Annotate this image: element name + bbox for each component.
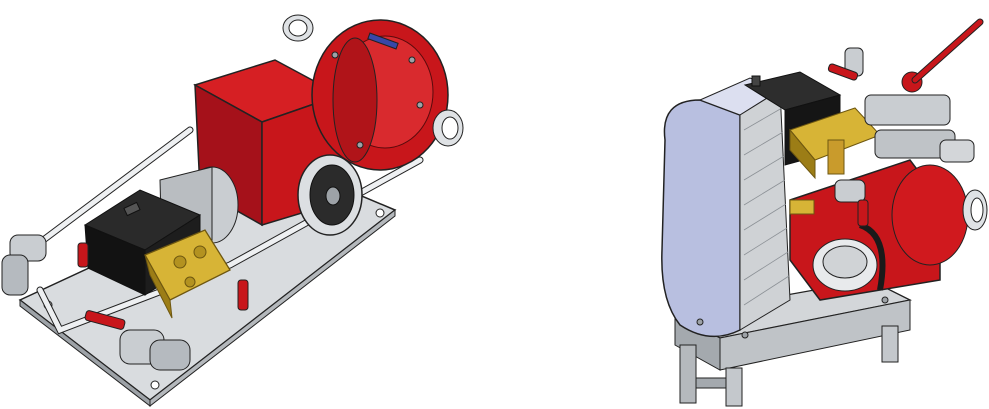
pump-outlet-bore	[441, 116, 459, 140]
brass-pump-head-front	[144, 254, 173, 319]
bolt	[416, 101, 424, 109]
steel-fitting	[939, 139, 975, 163]
pump-blue-band	[367, 32, 399, 50]
frame-crossbar	[695, 377, 727, 389]
bolt	[356, 141, 364, 149]
frame-leg	[725, 367, 743, 407]
frame-side-rail	[719, 299, 911, 371]
valve-handle	[84, 310, 126, 330]
valve-handle	[827, 63, 859, 81]
valve-handle	[77, 242, 89, 268]
frame-leg	[881, 325, 899, 363]
elbow-fitting	[1, 234, 47, 296]
brass-fitting	[789, 199, 815, 215]
bolt	[331, 51, 339, 59]
valve-handle	[857, 199, 869, 227]
brass-pump-head-front	[789, 128, 816, 180]
brass-coupling	[827, 139, 845, 175]
return-pipe-inner	[27, 127, 193, 253]
valve-lever-fill	[912, 19, 983, 83]
bolt	[741, 331, 749, 339]
pump-assembly-front-view-drawing	[661, 18, 988, 407]
pulley-wheel-hub	[325, 186, 341, 206]
belt-guard-mesh-lines	[743, 107, 790, 306]
drive-belt	[858, 222, 886, 291]
impeller-cover-ring	[822, 245, 868, 279]
bolt	[696, 318, 704, 326]
belt-guard-mesh	[739, 89, 791, 331]
elbow-fitting	[119, 329, 191, 371]
valve-handle	[237, 279, 249, 311]
pump-assembly-top-view-drawing	[1, 14, 464, 408]
frame-leg	[679, 344, 697, 404]
motor-logo-plate	[123, 201, 141, 217]
brass-port	[173, 255, 187, 269]
motor-box-knob	[751, 75, 761, 87]
brass-port	[193, 245, 207, 259]
pump-inlet-bore	[288, 19, 308, 37]
pump-flange-ring	[332, 37, 378, 163]
base-plate-bolt-hole	[150, 380, 160, 390]
steel-fitting	[834, 179, 866, 203]
base-plate-edge-side	[149, 208, 396, 408]
brass-port	[184, 276, 196, 288]
bolt	[408, 56, 416, 64]
bolt	[881, 296, 889, 304]
pump-assembly-front-view	[640, 0, 989, 409]
pump-assembly-top-view	[0, 0, 480, 409]
pump-outlet-bore	[970, 197, 984, 223]
steel-manifold	[864, 94, 951, 126]
belt-guard-face	[661, 99, 741, 338]
pump-volute	[891, 164, 969, 266]
base-plate-bolt-hole	[375, 208, 385, 218]
